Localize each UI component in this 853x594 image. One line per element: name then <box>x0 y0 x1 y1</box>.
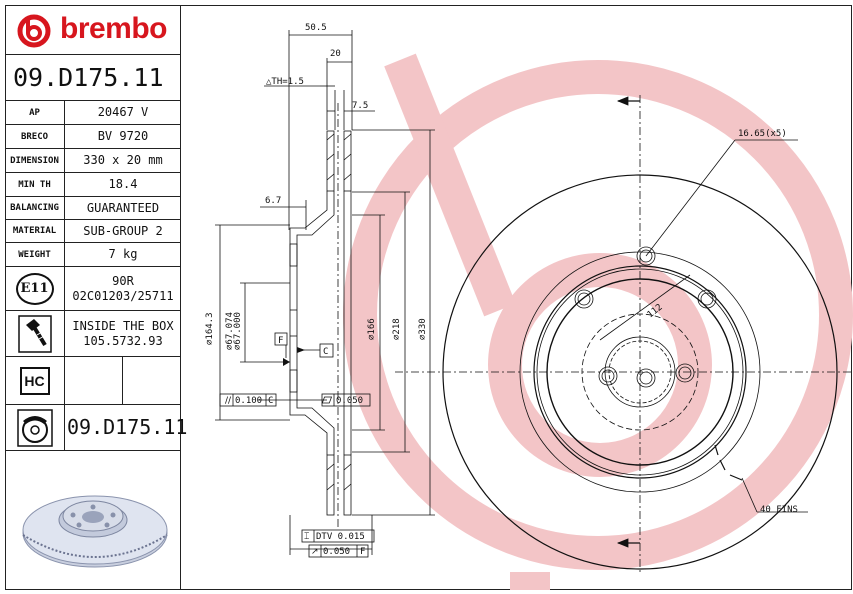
spec-label: MIN TH <box>5 173 65 196</box>
bolt-hole-callout: 16.65(x5) <box>738 129 787 139</box>
watermark-base <box>510 572 550 590</box>
spec-value: 7 kg <box>108 247 138 261</box>
spec-row-dimension: DIMENSION 330 x 20 mm <box>5 149 181 173</box>
screws-note: INSIDE THE BOX <box>72 318 174 333</box>
tolerance-frame-1 <box>219 393 277 407</box>
flatness-symbol-2 <box>321 396 333 404</box>
hc-row: HC <box>5 357 181 405</box>
hc-icon: HC <box>19 366 50 395</box>
dim-center-bore-max: ⌀67.074 <box>225 312 235 350</box>
spec-label: BRECO <box>5 125 65 148</box>
spec-row-ap: AP 20467 V <box>5 101 181 125</box>
spec-row-balancing: BALANCING GUARANTEED <box>5 197 181 220</box>
fins-callout: 40 FINS <box>760 505 798 515</box>
datum-f-frame <box>274 332 288 346</box>
dim-hat-offset: 6.7 <box>265 196 281 206</box>
disc-front-view <box>395 95 853 575</box>
spec-value: BV 9720 <box>97 129 149 143</box>
tolerance-1-value: 0.100 <box>235 396 262 406</box>
spec-row-material: MATERIAL SUB-GROUP 2 <box>5 220 181 243</box>
datum-c-triangle <box>297 347 305 353</box>
dtv-frame <box>301 529 375 543</box>
runout-symbol: ↗ <box>311 547 319 557</box>
dim-overall-width: 50.5 <box>305 23 327 33</box>
section-arrow-bottom <box>616 538 629 548</box>
spec-value: SUB-GROUP 2 <box>83 223 163 238</box>
dim-braking-surface: 7.5 <box>352 101 368 111</box>
dtv-label: DTV 0.015 <box>316 532 365 542</box>
spec-value: 20467 V <box>97 105 149 119</box>
spec-label: MATERIAL <box>5 220 65 242</box>
product-part-number: 09.D175.11 <box>67 415 188 439</box>
spec-row-breco: BRECO BV 9720 <box>5 125 181 149</box>
datum-c-frame <box>319 343 334 358</box>
e11-approval-icon: E11 <box>15 272 54 305</box>
spec-label: DIMENSION <box>5 149 65 172</box>
part-number-title: 09.D175.11 <box>5 55 181 101</box>
tolerance-2-value: 0.050 <box>336 396 363 406</box>
screws-row: INSIDE THE BOX 105.5732.93 <box>5 311 181 357</box>
screw-icon <box>17 314 52 353</box>
datum-f-triangle <box>283 358 290 366</box>
dim-min-thickness: △TH=1.5 <box>266 77 304 87</box>
section-arrow-top <box>616 96 629 106</box>
screws-part-number: 105.5732.93 <box>83 333 163 348</box>
tolerance-1-datum: C <box>268 396 273 406</box>
brand-name: brembo <box>60 12 168 45</box>
flatness-symbol: // <box>225 396 232 406</box>
tolerance-frame-2 <box>321 393 371 407</box>
spec-value: 18.4 <box>108 177 138 191</box>
spec-value: 330 x 20 mm <box>83 153 163 167</box>
dim-inner-diameter: ⌀166 <box>367 318 377 340</box>
spec-row-weight: WEIGHT 7 kg <box>5 243 181 267</box>
dim-center-bore-min: ⌀67.000 <box>233 312 243 350</box>
spec-row-min-th: MIN TH 18.4 <box>5 173 181 197</box>
tolerance-3-datum: F <box>360 547 365 557</box>
info-panel: brembo 09.D175.11 AP 20467 V BRECO BV 97… <box>5 5 188 590</box>
tolerance-3-value: 0.050 <box>323 547 350 557</box>
dim-outer-diameter: ⌀330 <box>418 318 428 340</box>
disc-section-view <box>289 103 352 530</box>
datum-f-label: F <box>278 336 283 346</box>
dim-hat-diameter: ⌀164.3 <box>205 312 215 345</box>
approval-code: 90R <box>112 273 134 288</box>
spec-label: WEIGHT <box>5 243 65 266</box>
spec-value: GUARANTEED <box>86 200 160 215</box>
tolerance-frame-3 <box>308 544 369 558</box>
brembo-watermark <box>343 53 853 570</box>
spec-label: BALANCING <box>5 197 65 219</box>
dtv-symbol: ⌶ <box>304 532 309 542</box>
dimension-lines <box>215 30 435 555</box>
approval-row: E11 90R 02C01203/25711 <box>5 267 181 311</box>
spec-label: AP <box>5 101 65 124</box>
datum-c-label: C <box>323 347 328 357</box>
approval-number: 02C01203/25711 <box>72 288 174 303</box>
brand-logo: brembo <box>5 5 181 55</box>
product-row: 09.D175.11 <box>5 405 188 451</box>
dim-hat-outer-diameter: ⌀218 <box>392 318 402 340</box>
disc-pad-icon <box>16 408 53 447</box>
dim-disc-thickness: 20 <box>330 49 341 59</box>
brembo-logo-icon <box>17 14 51 48</box>
disc-render-image <box>22 495 168 568</box>
